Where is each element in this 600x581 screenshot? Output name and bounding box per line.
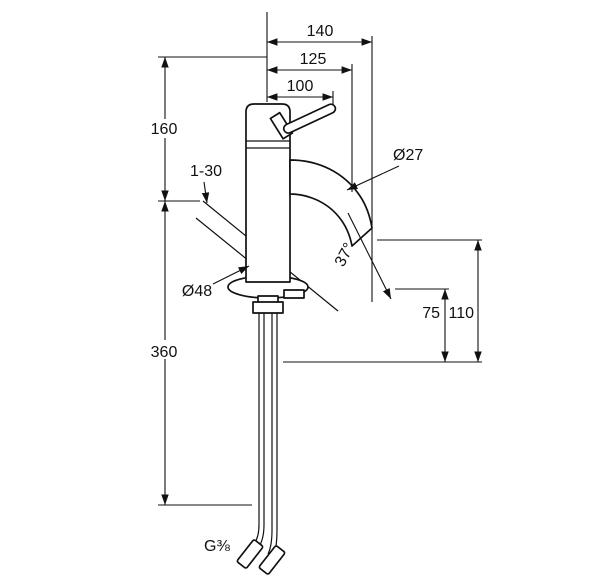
leader-deck-thickness (201, 181, 210, 204)
mounting-nut (252, 301, 284, 314)
leader-base-diameter (212, 265, 250, 285)
leader-spout-diameter (346, 165, 400, 191)
hose-line (255, 313, 265, 552)
dim-label-110: 110 (448, 305, 474, 322)
dim-label-100: 100 (287, 78, 314, 95)
dim-label-75: 75 (422, 305, 440, 322)
dim-label-360: 360 (151, 344, 178, 361)
spout (289, 159, 373, 247)
base-side-stub (283, 289, 305, 299)
label-mask (147, 119, 181, 138)
supply-hoses (236, 313, 286, 575)
dim-label-base-diameter: Ø48 (182, 283, 212, 300)
dim-label-140: 140 (307, 23, 334, 40)
dim-label-thread: G⅜ (204, 538, 230, 555)
dim-label-160: 160 (151, 121, 178, 138)
hose-line (250, 313, 260, 549)
label-mask (146, 340, 181, 359)
lever-handle (282, 103, 337, 134)
dim-label-125: 125 (300, 51, 327, 68)
hose-line (272, 313, 278, 558)
dim-label-spout-diameter: Ø27 (393, 147, 423, 164)
flow-angle-arrow (347, 212, 392, 300)
hose-line (267, 313, 273, 555)
hose-connector (236, 539, 264, 569)
hose-connector (258, 545, 286, 575)
dim-label-deck-range: 1-30 (190, 163, 222, 180)
